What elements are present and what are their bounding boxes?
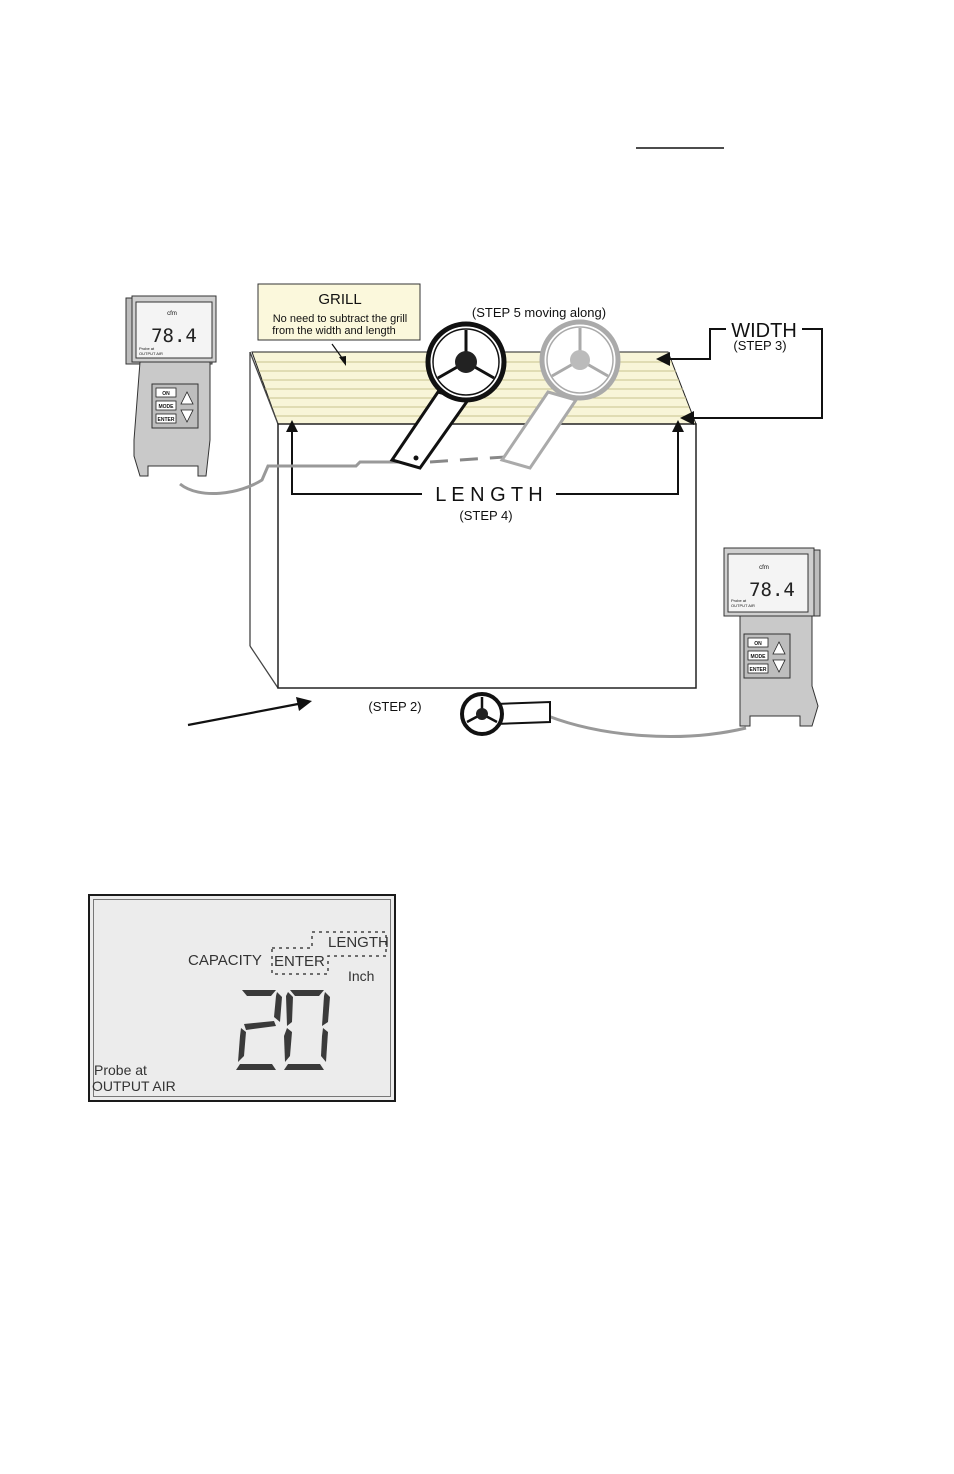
lcd-digit-2 <box>236 990 282 1070</box>
step3-label: (STEP 3) <box>733 338 786 353</box>
lcd-probe-line1: Probe at <box>94 1062 147 1078</box>
meter-left-probe2: OUTPUT AIR <box>139 351 163 356</box>
lcd-probe-line2: OUTPUT AIR <box>92 1078 176 1094</box>
meter-right-mode-label: MODE <box>751 654 767 660</box>
width-bracket-line <box>666 329 726 359</box>
meter-left-mode: cfm <box>167 311 177 317</box>
grill-title: GRILL <box>318 291 361 308</box>
meter-right-mode: cfm <box>759 565 769 571</box>
step4-label: (STEP 4) <box>459 508 512 523</box>
grill-note-line1: No need to subtract the grill <box>273 313 408 325</box>
meter-right-on-label: ON <box>754 641 762 647</box>
box-front-face <box>278 424 696 688</box>
meter-right-reading: 78.4 <box>749 579 795 601</box>
meter-left-reading: 78.4 <box>151 325 197 347</box>
step2-label: (STEP 2) <box>368 699 421 714</box>
lcd-digit-0 <box>284 990 330 1070</box>
meter-left-on-label: ON <box>162 391 170 397</box>
meter-right-probe2: OUTPUT AIR <box>731 603 755 608</box>
vane-anemometer-bottom <box>462 694 550 734</box>
meter-left-mode-label: MODE <box>159 404 175 410</box>
box-left-bottom-edge <box>250 646 278 688</box>
vane-handle-bottom <box>496 702 550 724</box>
length-label: L E N G T H <box>435 484 542 506</box>
meter-left-enter-label: ENTER <box>158 417 175 423</box>
step2-arrowhead <box>296 697 312 711</box>
meter-right-enter-label: ENTER <box>750 667 767 673</box>
meter-left: cfm 78.4 Probe at OUTPUT AIR ON MODE ENT… <box>126 296 216 476</box>
grill-note-line2: from the width and length <box>272 325 396 337</box>
probe-cable-right <box>548 716 746 737</box>
lcd-display: CAPACITY ENTER LENGTH Inch 20 Probe at O… <box>88 894 396 1102</box>
step2-pointer-arrow <box>188 704 298 725</box>
meter-right: cfm 78.4 Probe at OUTPUT AIR ON MODE ENT… <box>724 548 820 726</box>
step5-label: (STEP 5 moving along) <box>472 305 606 320</box>
